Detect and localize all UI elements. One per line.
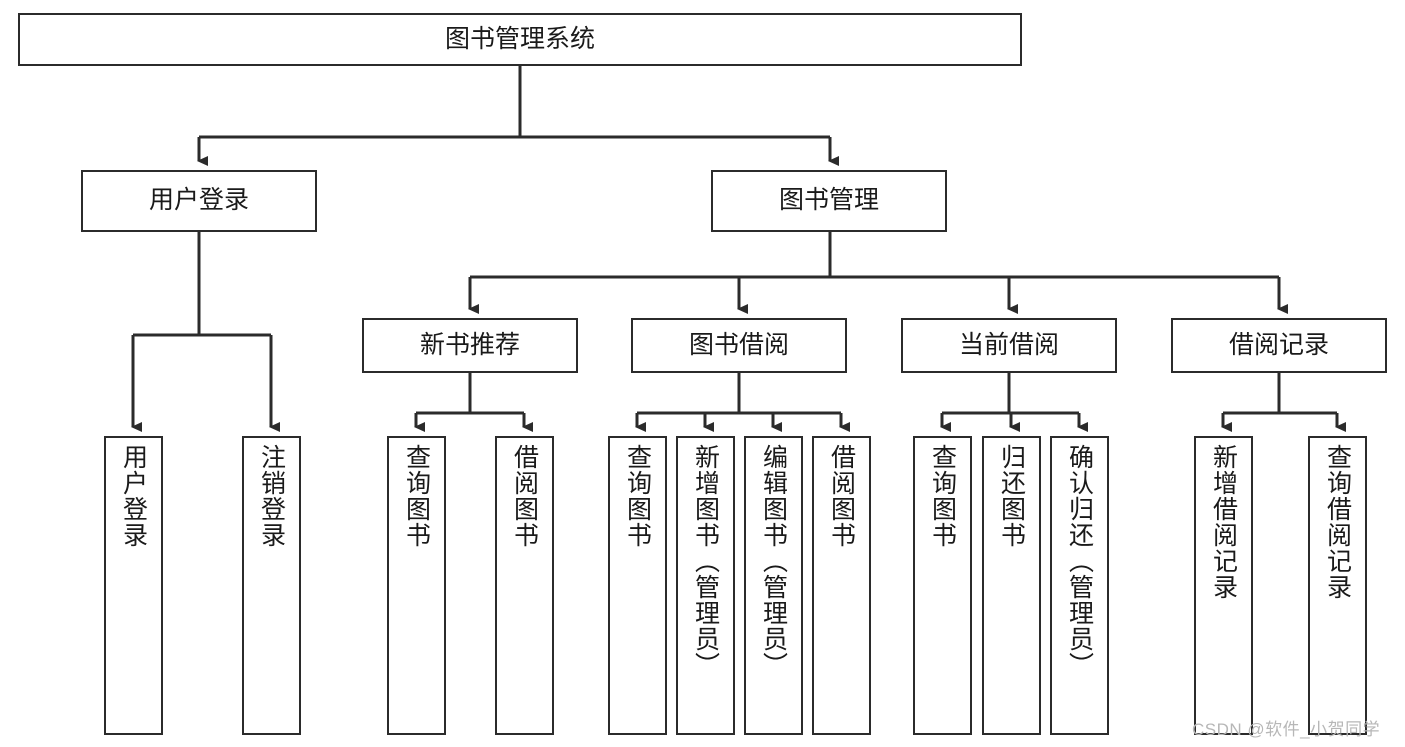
node-leaf-query-book-3-label: 查询图书 — [928, 444, 957, 548]
node-book-borrow[interactable]: 图书借阅 — [631, 318, 847, 373]
node-book-management-label: 图书管理 — [778, 186, 879, 215]
node-leaf-query-book-2-label: 查询图书 — [623, 444, 652, 548]
node-leaf-user-login-label: 用户登录 — [119, 444, 148, 548]
node-borrow-record-label: 借阅记录 — [1228, 330, 1329, 359]
node-leaf-query-book-3[interactable]: 查询图书 — [913, 436, 972, 735]
node-new-book-recommend[interactable]: 新书推荐 — [362, 318, 578, 373]
node-leaf-logout-login-label: 注销登录 — [257, 444, 286, 548]
node-leaf-return-book-label: 归还图书 — [997, 444, 1026, 548]
node-current-borrow[interactable]: 当前借阅 — [901, 318, 1117, 373]
node-leaf-edit-book[interactable]: 编辑图书（管理员） — [744, 436, 803, 735]
node-leaf-add-record[interactable]: 新增借阅记录 — [1194, 436, 1253, 735]
node-root-label: 图书管理系统 — [444, 24, 595, 53]
watermark-text: CSDN @软件_小贺同学 — [1192, 720, 1381, 739]
node-leaf-return-book[interactable]: 归还图书 — [982, 436, 1041, 735]
node-leaf-query-record[interactable]: 查询借阅记录 — [1308, 436, 1367, 735]
node-book-borrow-label: 图书借阅 — [688, 330, 789, 359]
node-user-login-label: 用户登录 — [148, 186, 249, 215]
node-book-management[interactable]: 图书管理 — [711, 170, 947, 232]
node-current-borrow-label: 当前借阅 — [958, 330, 1059, 359]
node-leaf-user-login[interactable]: 用户登录 — [104, 436, 163, 735]
node-leaf-borrow-book-1-label: 借阅图书 — [510, 444, 539, 548]
node-leaf-borrow-book-2[interactable]: 借阅图书 — [812, 436, 871, 735]
node-leaf-borrow-book-1[interactable]: 借阅图书 — [495, 436, 554, 735]
node-leaf-query-book-2[interactable]: 查询图书 — [608, 436, 667, 735]
node-leaf-add-record-label: 新增借阅记录 — [1209, 444, 1238, 600]
node-leaf-query-record-label: 查询借阅记录 — [1323, 444, 1352, 600]
node-leaf-confirm-return[interactable]: 确认归还（管理员） — [1050, 436, 1109, 735]
node-leaf-query-book-1[interactable]: 查询图书 — [387, 436, 446, 735]
node-user-login[interactable]: 用户登录 — [81, 170, 317, 232]
node-leaf-borrow-book-2-label: 借阅图书 — [827, 444, 856, 548]
node-leaf-logout-login[interactable]: 注销登录 — [242, 436, 301, 735]
node-leaf-add-book[interactable]: 新增图书（管理员） — [676, 436, 735, 735]
node-leaf-query-book-1-label: 查询图书 — [402, 444, 431, 548]
node-leaf-edit-book-label: 编辑图书（管理员） — [759, 444, 788, 678]
node-leaf-confirm-return-label: 确认归还（管理员） — [1065, 444, 1094, 678]
node-root[interactable]: 图书管理系统 — [18, 13, 1022, 66]
node-borrow-record[interactable]: 借阅记录 — [1171, 318, 1387, 373]
node-new-book-recommend-label: 新书推荐 — [419, 330, 520, 359]
node-leaf-add-book-label: 新增图书（管理员） — [691, 444, 720, 678]
